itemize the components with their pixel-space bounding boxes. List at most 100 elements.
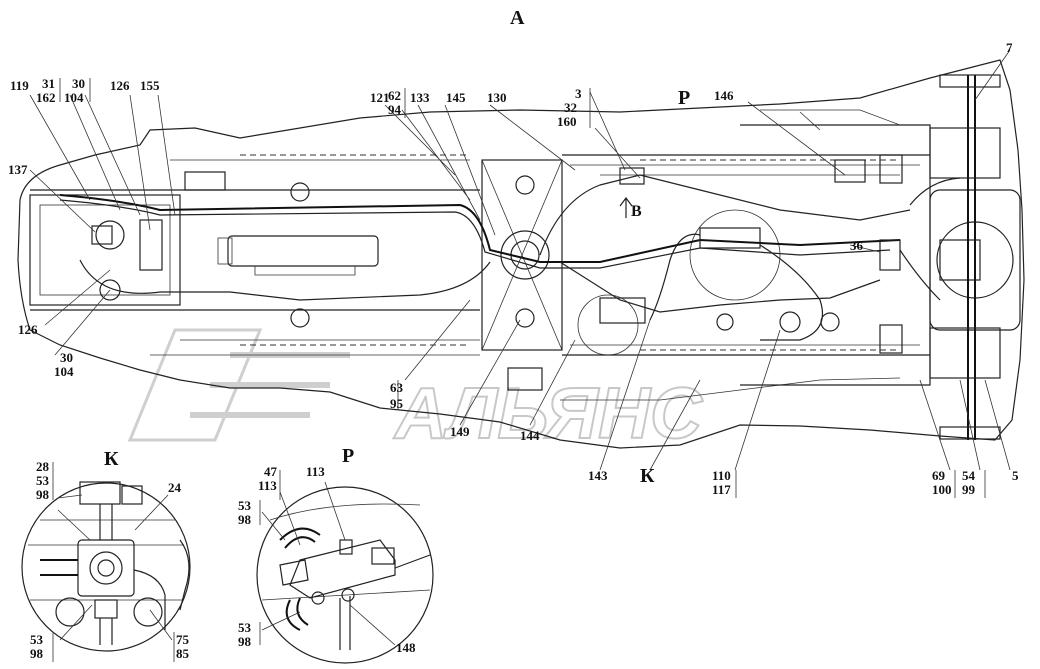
- detail-k-bottom-fitting: [94, 599, 118, 619]
- bracket-5: [507, 367, 543, 391]
- fitting-117: [820, 312, 840, 332]
- frame-rails-left: [30, 189, 480, 311]
- axle-shaft: [967, 75, 976, 440]
- pivot-ring-outer: [500, 230, 550, 280]
- label-95: 95: [390, 396, 404, 411]
- label-32: 32: [564, 100, 577, 115]
- label-63: 63: [390, 380, 404, 395]
- detail-p-label-113b: 113: [306, 464, 325, 479]
- cylinder-body: [227, 235, 379, 267]
- branch-line-2: [759, 244, 824, 341]
- detail-p-leaders: [259, 470, 396, 646]
- mount-circle-2: [290, 308, 310, 328]
- detail-p-valve-end: [279, 559, 309, 586]
- view-b-arrow: [619, 197, 633, 218]
- detail-p-label-98a: 98: [238, 512, 252, 527]
- label-117: 117: [712, 482, 731, 497]
- leaders-left: [29, 94, 176, 356]
- detail-p-port-1: [311, 591, 325, 605]
- label-160: 160: [557, 114, 577, 129]
- label-62: 62: [388, 88, 401, 103]
- frame-rails-right-2: [570, 164, 920, 346]
- detail-p-marker: [689, 209, 781, 301]
- frame-outline: [17, 59, 1025, 449]
- label-104-bottom: 104: [54, 364, 74, 379]
- label-149: 149: [450, 424, 470, 439]
- mount-circle-1: [290, 182, 310, 202]
- label-31: 31: [42, 76, 55, 91]
- mount-circle-4: [515, 308, 535, 328]
- right-bracket-lines: [760, 109, 901, 131]
- leader-stack-bars: [59, 78, 986, 498]
- detail-k-label-53a: 53: [36, 473, 50, 488]
- valve-block-p: [699, 227, 761, 249]
- label-126-top: 126: [110, 78, 130, 93]
- detail-k-label-75: 75: [176, 632, 190, 647]
- fitting-119: [91, 225, 113, 245]
- label-104-top: 104: [64, 90, 84, 105]
- cylinder-mount: [254, 266, 356, 276]
- left-frame-box: [29, 194, 181, 306]
- detail-k-circle: [21, 482, 191, 652]
- label-145: 145: [446, 90, 466, 105]
- supply-line-1: [539, 174, 911, 256]
- watermark-logo-shape: [127, 328, 263, 442]
- label-143: 143: [588, 468, 608, 483]
- detail-k-hole-2: [133, 597, 163, 627]
- label-view-p-ref: Р: [678, 87, 690, 109]
- fitting-36: [879, 239, 901, 271]
- watermark: АЛЬЯНС: [127, 328, 704, 455]
- label-30-top: 30: [72, 76, 85, 91]
- pressure-line-2: [59, 199, 891, 269]
- leaders-top: [384, 49, 1011, 236]
- label-54: 54: [962, 468, 976, 483]
- fitting-126: [139, 219, 163, 271]
- label-137: 137: [8, 162, 28, 177]
- label-133: 133: [410, 90, 430, 105]
- detail-k-view: К 28 53 98 24 53 98 75 85: [21, 448, 191, 662]
- label-121: 121: [370, 90, 390, 105]
- left-hub: [95, 220, 125, 250]
- label-144: 144: [520, 428, 540, 443]
- detail-p-title: Р: [342, 445, 354, 467]
- detail-k-hose-right: [133, 569, 166, 630]
- detail-p-hose-top: [279, 527, 321, 549]
- detail-p-top-fitting: [339, 539, 353, 555]
- detail-p-label-53a: 53: [238, 498, 252, 513]
- label-99: 99: [962, 482, 976, 497]
- pivot-ring-inner: [510, 240, 540, 270]
- cylinder-end: [217, 237, 233, 265]
- bracket-4: [184, 171, 226, 191]
- detail-p-label-113a: 113: [258, 478, 277, 493]
- detail-p-label-98b: 98: [238, 634, 252, 649]
- detail-k-bottom-pipe: [99, 618, 113, 645]
- view-a-title: А: [510, 7, 525, 29]
- detail-k-stem: [99, 504, 113, 540]
- label-162: 162: [36, 90, 56, 105]
- bracket-1: [879, 154, 903, 184]
- detail-p-hose-bottom: [285, 597, 309, 631]
- label-5: 5: [1012, 468, 1019, 483]
- frame-rails-right: [562, 154, 930, 356]
- axle-bracket-bottom: [929, 327, 1001, 379]
- main-view-a: [17, 59, 1025, 449]
- fitting-110: [779, 311, 801, 333]
- label-146: 146: [714, 88, 734, 103]
- main-labels: А 119 31 162 30 104 126 155 137 126 30 1…: [8, 7, 1019, 497]
- detail-k-hole-1: [55, 597, 85, 627]
- supply-line-2: [559, 261, 881, 313]
- frame-rails-left-2: [150, 159, 480, 356]
- wheel-hub-center: [939, 239, 981, 281]
- bracket-2: [879, 324, 903, 354]
- frame-hidden-lines: [240, 154, 470, 346]
- return-line-1: [79, 259, 491, 301]
- label-126-bottom: 126: [18, 322, 38, 337]
- label-36: 36: [850, 238, 864, 253]
- label-view-k-ref: К: [640, 465, 655, 487]
- detail-p-right-fitting: [371, 547, 395, 565]
- detail-k-hose-left: [40, 559, 78, 576]
- detail-k-label-53b: 53: [30, 632, 44, 647]
- axle-bracket-top: [929, 127, 1001, 179]
- valve-block-k: [599, 297, 646, 324]
- branch-line-3: [899, 249, 941, 301]
